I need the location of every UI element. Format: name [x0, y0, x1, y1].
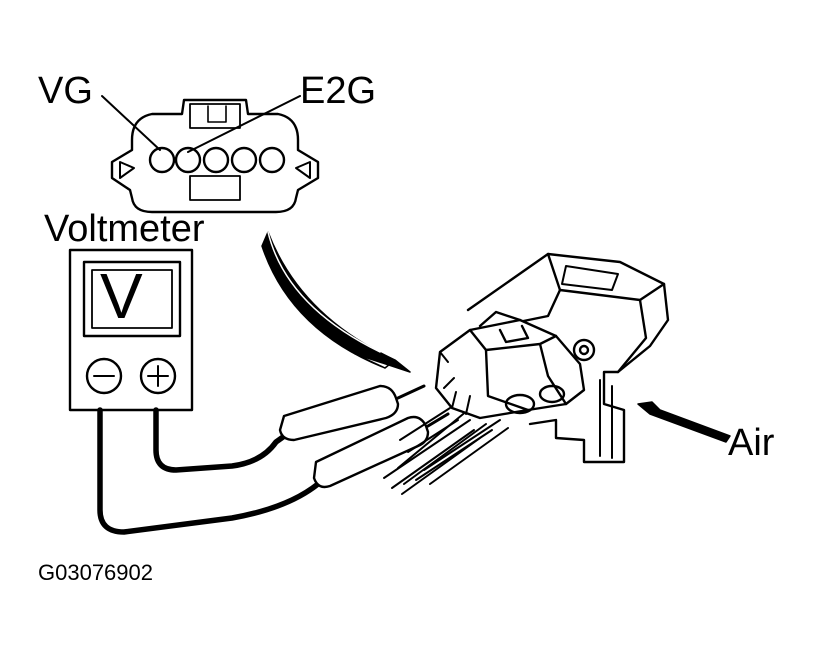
harness-connector: [434, 310, 586, 420]
voltmeter: [68, 248, 194, 412]
minus-terminal-label: −: [97, 358, 115, 388]
plus-terminal-label: +: [150, 358, 168, 388]
curved-arrow: [261, 231, 411, 373]
figure-code: G03076902: [38, 560, 153, 585]
vg-leader: [101, 95, 161, 151]
wire-harness: [383, 407, 509, 495]
e2g-label: E2G: [300, 70, 377, 112]
negative-lead-wire: [97, 407, 329, 535]
vg-label: VG: [38, 70, 93, 112]
positive-probe: [278, 384, 426, 442]
connector-face: [110, 98, 320, 214]
air-arrow: [637, 401, 731, 443]
air-label: Air: [728, 422, 775, 464]
positive-lead-wire: [153, 407, 293, 473]
voltmeter-label: Voltmeter: [44, 208, 205, 250]
e2g-leader: [187, 95, 301, 153]
voltmeter-display: V: [100, 260, 143, 332]
